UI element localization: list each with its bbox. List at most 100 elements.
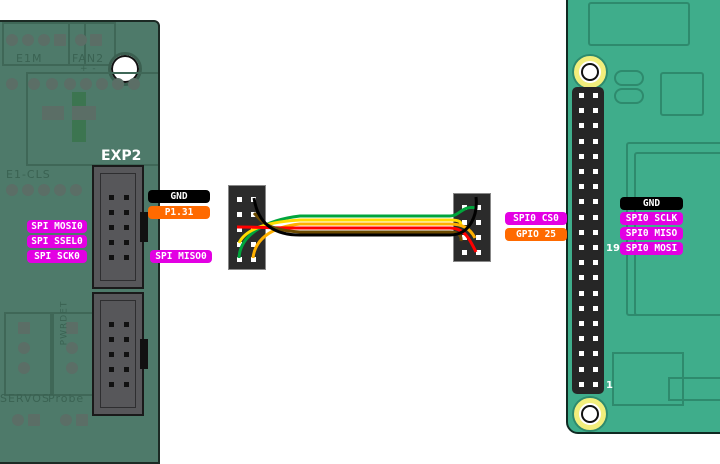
wire-green <box>237 205 477 259</box>
mounting-hole-bottom <box>574 398 606 430</box>
gpio-pin <box>579 184 584 190</box>
pin <box>476 235 481 240</box>
gpio-pin <box>579 199 584 205</box>
gpio-pin <box>579 321 584 326</box>
pin-number-1: 1 <box>606 380 613 391</box>
silk-outline <box>614 88 644 104</box>
pad <box>28 78 40 90</box>
pin <box>251 242 256 247</box>
pad <box>112 78 124 90</box>
pin <box>124 210 129 215</box>
gpio-pin <box>593 290 598 296</box>
pin <box>124 225 129 230</box>
pad <box>6 34 18 46</box>
pin <box>237 242 242 247</box>
gpio-pin <box>593 123 598 129</box>
silk-label-e1-cls: E1-CLS <box>6 168 51 181</box>
pin <box>237 212 242 217</box>
pin <box>109 337 114 342</box>
pad <box>75 34 87 46</box>
gpio-pin <box>579 245 584 250</box>
pad <box>66 322 78 334</box>
label-spi-sck0: SPI SCK0 <box>27 250 87 263</box>
pad <box>66 342 78 354</box>
pin <box>237 257 242 262</box>
pad <box>96 78 108 90</box>
exp2-connector <box>92 165 148 289</box>
pin <box>124 240 129 245</box>
gpio-pin <box>579 229 584 235</box>
label-spi-mosi0: SPI MOSI0 <box>27 220 87 233</box>
pin <box>109 382 114 387</box>
pad <box>28 414 40 426</box>
gpio-pin <box>593 245 598 250</box>
pin <box>124 367 129 372</box>
silk-label-servos: SERVOS <box>0 392 50 405</box>
pad <box>54 184 66 196</box>
label-spi-ssel0: SPI SSEL0 <box>27 235 87 248</box>
label-spi-miso0: SPI MISO0 <box>150 250 212 263</box>
connector-shroud <box>100 173 136 281</box>
pad <box>54 34 66 46</box>
pad <box>66 362 78 374</box>
label-spi0-mosi: SPI0 MOSI <box>620 242 683 255</box>
pin <box>109 195 114 200</box>
gpio-pin <box>593 108 598 114</box>
pad <box>60 414 72 426</box>
gpio-pin <box>593 336 598 342</box>
pin <box>462 220 467 225</box>
gpio-pin <box>579 169 584 174</box>
pad <box>38 34 50 46</box>
gpio-pin <box>579 260 584 266</box>
pin <box>109 210 114 215</box>
label-spi0-cs0: SPI0 CS0 <box>505 212 567 225</box>
silk-outline <box>588 2 690 46</box>
wire-black <box>252 196 478 237</box>
pin <box>109 322 114 327</box>
pin <box>237 197 242 202</box>
wire-yellow <box>237 218 463 244</box>
gpio-pin <box>579 108 584 114</box>
gpio-pin <box>593 366 598 372</box>
silk-outline-fan2 <box>68 22 116 66</box>
connector-key <box>140 339 148 369</box>
gpio-pin <box>579 153 584 159</box>
cable-plug-right <box>453 193 491 262</box>
gpio-pin <box>593 305 598 311</box>
pad <box>80 78 92 90</box>
label-gnd-left: GND <box>148 190 210 203</box>
gpio-pin <box>579 336 584 342</box>
gpio-pin <box>593 169 598 174</box>
exp2-header-label: EXP2 <box>101 148 142 164</box>
pin <box>124 322 129 327</box>
ribbon-cable <box>236 196 478 259</box>
pin <box>124 382 129 387</box>
exp1-connector <box>92 292 148 416</box>
gpio-pin <box>593 184 598 190</box>
pin <box>124 255 129 260</box>
silk-label-fan2: FAN2 <box>72 52 105 65</box>
silk-label-fan-polarity: + - <box>80 64 97 74</box>
pad <box>128 78 140 90</box>
pad <box>76 414 88 426</box>
gpio-pin <box>593 321 598 326</box>
gpio-pin <box>593 351 598 357</box>
gpio-pin <box>593 260 598 266</box>
component <box>72 106 96 120</box>
pin <box>109 255 114 260</box>
connector-key <box>140 212 148 242</box>
gpio-pin <box>593 229 598 235</box>
gpio-pin <box>593 275 598 281</box>
gpio-pin <box>579 214 584 220</box>
gpio-pin <box>593 381 598 387</box>
pin <box>109 352 114 357</box>
pad <box>18 322 30 334</box>
pad <box>64 78 76 90</box>
pin <box>124 195 129 200</box>
pad <box>18 342 30 354</box>
pin <box>462 250 467 255</box>
gpio-pin <box>579 123 584 129</box>
pin <box>109 240 114 245</box>
pad <box>6 184 18 196</box>
gpio-header <box>572 87 604 394</box>
